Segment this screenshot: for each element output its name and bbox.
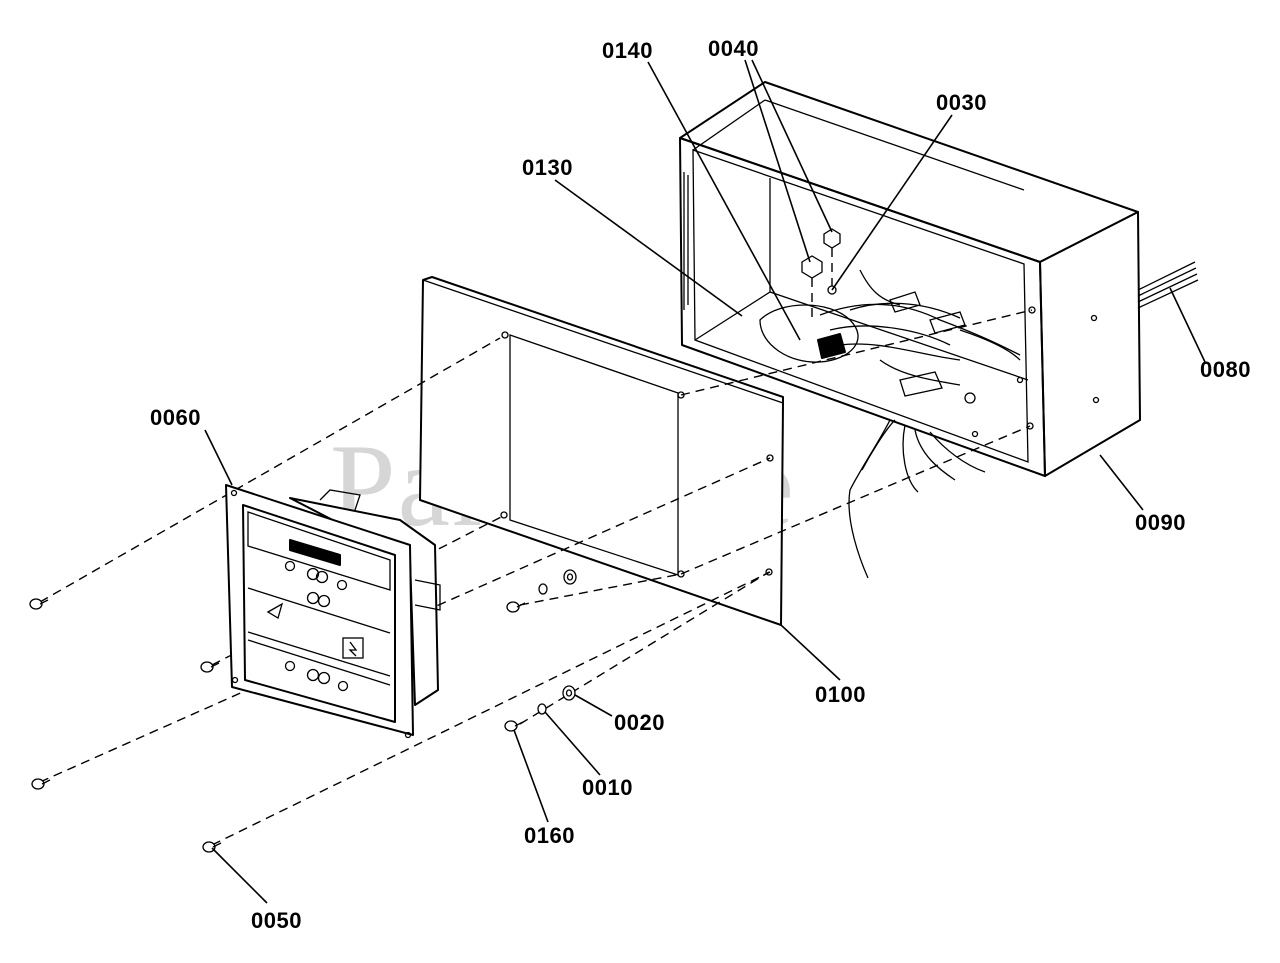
callout-0080: 0080 xyxy=(1200,357,1251,382)
callout-0090: 0090 xyxy=(1135,510,1186,535)
callout-0160: 0160 xyxy=(524,823,575,848)
fasteners xyxy=(29,569,577,853)
callout-0050: 0050 xyxy=(251,908,302,933)
internal-wiring xyxy=(759,228,1021,579)
callout-0010: 0010 xyxy=(582,775,633,800)
control-panel xyxy=(225,484,441,739)
enclosure-box xyxy=(679,81,1141,477)
screw-0050-a xyxy=(29,598,49,610)
callout-labels: 0140 0040 0030 0130 0080 0060 0090 0100 … xyxy=(150,36,1251,933)
callout-0030: 0030 xyxy=(936,90,987,115)
screw-0050-c xyxy=(31,778,51,790)
callout-0130: 0130 xyxy=(522,155,573,180)
screw-0050-b xyxy=(200,661,220,673)
callout-0060: 0060 xyxy=(150,405,201,430)
callout-0100: 0100 xyxy=(815,682,866,707)
callout-0140: 0140 xyxy=(602,38,653,63)
callout-0040: 0040 xyxy=(708,36,759,61)
exit-cables xyxy=(1137,261,1199,309)
screw-0050-d xyxy=(202,841,222,853)
callout-0020: 0020 xyxy=(614,710,665,735)
leader-lines xyxy=(204,59,1206,904)
cover-plate xyxy=(419,276,784,626)
assembly-dashed-lines xyxy=(39,309,1033,846)
